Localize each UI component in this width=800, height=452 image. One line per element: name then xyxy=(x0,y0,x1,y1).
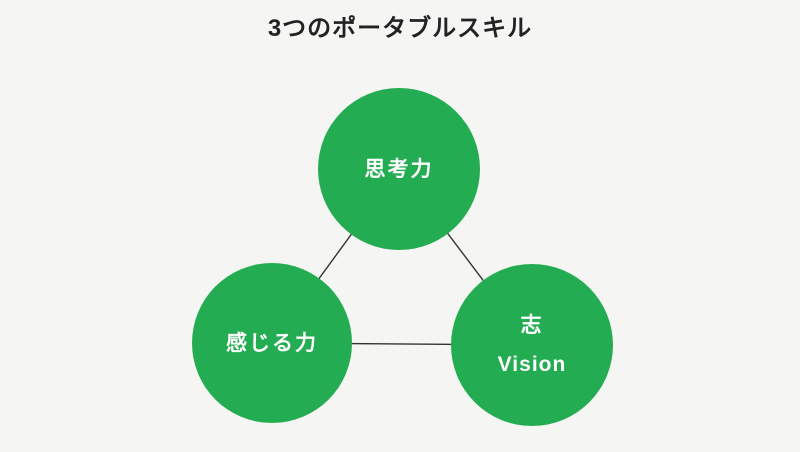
node-feeling: 感じる力 xyxy=(192,263,352,423)
page-title: 3つのポータブルスキル xyxy=(267,15,533,42)
node-vision-label: 志 xyxy=(520,314,544,337)
node-vision-sublabel: Vision xyxy=(497,353,567,376)
node-thinking: 思考力 xyxy=(318,88,480,250)
node-vision: 志 Vision xyxy=(451,264,613,426)
node-feeling-label: 感じる力 xyxy=(226,331,318,355)
node-thinking-label: 思考力 xyxy=(364,157,434,181)
